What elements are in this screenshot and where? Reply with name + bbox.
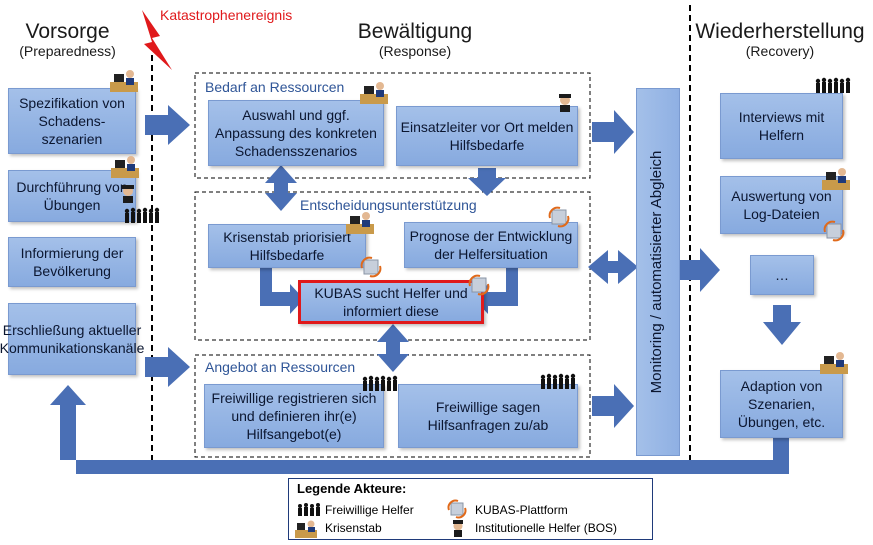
legend-crisis-staff: Krisenstab (325, 521, 382, 535)
legend-title: Legende Akteure: (297, 481, 407, 496)
arrow-crisis-to-kubas (260, 268, 304, 314)
monitoring-column (636, 88, 680, 456)
arrow-prep-to-supply (145, 347, 190, 387)
box-field-leader: Einsatzleiter vor Ort melden Hilfsbedarf… (396, 106, 578, 166)
arrow-fieldleader-down (468, 168, 506, 196)
box-volunteer-answer: Freiwillige sagen Hilfsanfragen zu/ab (398, 384, 578, 448)
legend-crisis-staff-icon (295, 520, 317, 538)
box-logs: Auswertung von Log-Dateien (720, 176, 843, 234)
box-ellipsis: … (750, 255, 814, 295)
phase-sub-response: (Response) (378, 43, 452, 59)
box-volunteer-register: Freiwillige registrieren sich und defini… (204, 384, 384, 448)
group-label-decision: Entscheidungsunterstützung (300, 197, 477, 213)
phase-sub-preparedness: (Preparedness) (19, 43, 116, 59)
phase-sub-recovery: (Recovery) (745, 43, 815, 59)
arrow-recovery-down (763, 305, 801, 345)
group-frame-demand (194, 72, 591, 179)
phase-title-response: Bewältigung (357, 20, 473, 43)
box-scenario-spec: Spezifikation von Schadens-szenarien (8, 88, 136, 154)
box-comm-channels: Erschließung aktueller Kommunikationskan… (0, 303, 144, 375)
arrow-supply-to-monitor (592, 384, 634, 428)
lightning-icon (142, 10, 172, 70)
phase-title-recovery: Wiederherstellung (695, 20, 865, 43)
feedback-loop-arrow (50, 385, 789, 474)
legend-institutional-icon (453, 520, 463, 537)
box-inform-population: Informierung der Bevölkerung (8, 237, 136, 287)
arrow-demand-decision (265, 165, 297, 211)
group-label-supply: Angebot an Ressourcen (205, 359, 356, 375)
box-adaption: Adaption von Szenarien, Übungen, etc. (720, 370, 843, 438)
arrow-kubas-supply (377, 324, 409, 372)
legend-kubas-icon (447, 499, 467, 519)
disaster-label: Katastrophenereignis (160, 7, 293, 23)
legend-volunteer-icon (298, 503, 320, 516)
box-crisis-staff: Krisenstab priorisiert Hilfsbedarfe (208, 224, 366, 268)
box-forecast: Prognose der Entwicklung der Helfersitua… (404, 222, 578, 268)
box-exercises: Durchführung von Übungen (8, 170, 136, 222)
legend-institutional: Institutionelle Helfer (BOS) (475, 521, 618, 535)
phase-title-preparedness: Vorsorge (25, 20, 110, 43)
box-select-scenario: Auswahl und ggf. Anpassung des konkreten… (208, 100, 384, 166)
arrow-prep-to-demand (145, 105, 190, 145)
legend: Legende Akteure: Freiwillige Helfer Kris… (288, 478, 653, 540)
arrow-demand-to-monitor (592, 110, 634, 154)
box-kubas-search: KUBAS sucht Helfer und informiert diese (298, 280, 484, 324)
group-label-demand: Bedarf an Ressourcen (205, 79, 345, 95)
box-interviews: Interviews mit Helfern (720, 93, 843, 159)
legend-icons (295, 499, 467, 538)
legend-platform: KUBAS-Plattform (475, 503, 568, 517)
legend-volunteers: Freiwillige Helfer (325, 503, 414, 517)
arrow-forecast-to-kubas (474, 268, 518, 314)
monitoring-label: Monitoring / automatisierter Abgleich (648, 150, 665, 394)
arrow-monitor-to-recovery (680, 248, 720, 292)
arrow-decision-monitor (588, 250, 638, 284)
